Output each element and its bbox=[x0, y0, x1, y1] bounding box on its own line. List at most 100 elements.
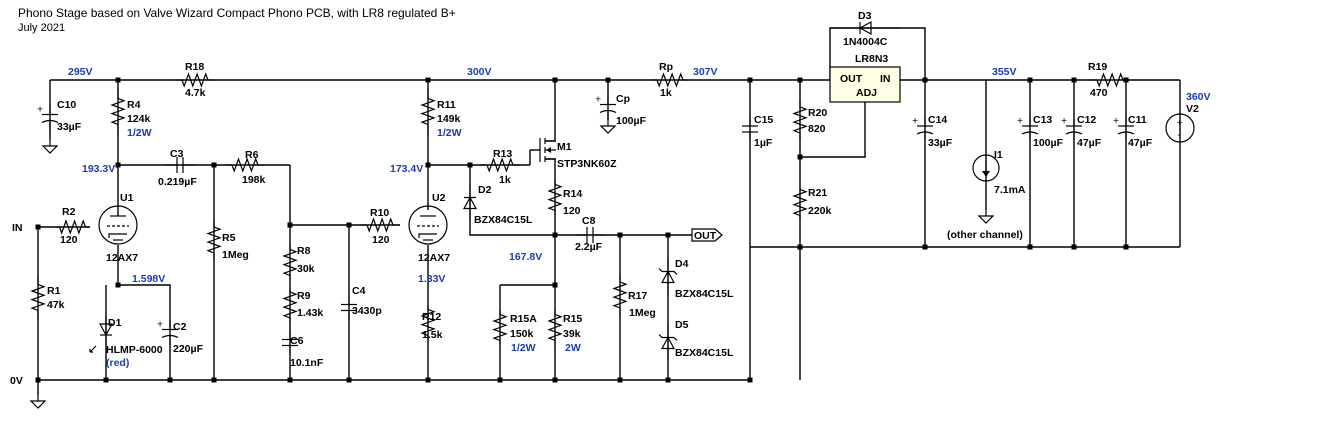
value-c6: 10.1nF bbox=[290, 357, 324, 369]
value-i1: 7.1mA bbox=[994, 184, 1026, 196]
value-c2: 220µF bbox=[173, 343, 204, 355]
capacitor-c15 bbox=[742, 118, 758, 140]
ref-r18: R18 bbox=[185, 61, 204, 73]
out-label: OUT bbox=[694, 230, 717, 242]
svg-text:+: + bbox=[595, 94, 601, 106]
ref-i1: I1 bbox=[994, 149, 1003, 161]
ref-m1: M1 bbox=[557, 141, 572, 153]
ground-i1 bbox=[977, 210, 995, 224]
value-d2: BZX84C15L bbox=[474, 214, 533, 226]
capacitor-c12: + bbox=[1061, 115, 1083, 140]
capacitor-c11: + bbox=[1113, 115, 1135, 140]
junction-dot bbox=[922, 244, 928, 250]
ref-r21: R21 bbox=[808, 187, 827, 199]
diode-d3 bbox=[830, 20, 900, 36]
junction-dot bbox=[115, 77, 121, 83]
ref-r15a: R15A bbox=[510, 313, 537, 325]
junction-dot bbox=[617, 232, 623, 238]
junction-dot bbox=[103, 377, 109, 383]
junction-dot bbox=[287, 377, 293, 383]
note-r15a: 1/2W bbox=[511, 342, 536, 354]
junction-dot bbox=[552, 232, 558, 238]
ref-r1: R1 bbox=[47, 285, 61, 297]
in-label: IN bbox=[12, 222, 23, 234]
value-r19: 470 bbox=[1090, 87, 1108, 99]
capacitor-c4 bbox=[341, 295, 357, 320]
value-rp: 1k bbox=[660, 87, 672, 99]
resistor-r14 bbox=[547, 180, 563, 215]
resistor-r1 bbox=[30, 275, 46, 320]
junction-dot bbox=[1027, 244, 1033, 250]
junction-dot bbox=[1071, 77, 1077, 83]
schematic-date: July 2021 bbox=[18, 22, 66, 34]
resistor-rp bbox=[652, 72, 688, 88]
svg-text:+: + bbox=[1113, 115, 1119, 127]
zener-d5 bbox=[658, 325, 678, 360]
schematic-title: Phono Stage based on Valve Wizard Compac… bbox=[18, 6, 456, 20]
capacitor-cp: + bbox=[595, 94, 617, 120]
value-r20: 820 bbox=[808, 123, 826, 135]
ref-d1: D1 bbox=[108, 317, 122, 329]
net-300v: 300V bbox=[467, 66, 492, 78]
net-173v: 173.4V bbox=[390, 163, 423, 175]
ref-lr8n3: LR8N3 bbox=[855, 53, 888, 65]
zener-d4 bbox=[658, 258, 678, 295]
value-c14: 33µF bbox=[928, 137, 953, 149]
value-r21: 220k bbox=[808, 205, 832, 217]
resistor-r9 bbox=[282, 288, 298, 322]
led-d1 bbox=[98, 315, 114, 345]
junction-dot bbox=[467, 162, 473, 168]
junction-dot bbox=[922, 77, 928, 83]
value-c8: 2.2µF bbox=[575, 241, 603, 253]
value-r10: 120 bbox=[372, 234, 390, 246]
value-u1: 12AX7 bbox=[106, 252, 138, 264]
value-r5: 1Meg bbox=[222, 249, 249, 261]
resistor-r10 bbox=[360, 217, 400, 233]
value-c15: 1µF bbox=[754, 137, 773, 149]
value-r4: 124k bbox=[127, 113, 151, 125]
led-arrows bbox=[89, 345, 97, 353]
value-u2: 12AX7 bbox=[418, 252, 450, 264]
value-r14: 120 bbox=[563, 205, 581, 217]
net-133v: 1.33V bbox=[418, 273, 445, 285]
junction-dot bbox=[497, 377, 503, 383]
other-channel-label: (other channel) bbox=[947, 229, 1023, 241]
junction-dot bbox=[552, 377, 558, 383]
value-cp: 100µF bbox=[616, 115, 647, 127]
junction-dot bbox=[35, 377, 41, 383]
resistor-r20 bbox=[792, 100, 808, 140]
resistor-r12 bbox=[420, 305, 436, 340]
value-r15a: 150k bbox=[510, 328, 534, 340]
junction-dot bbox=[552, 282, 558, 288]
resistor-r2 bbox=[55, 219, 90, 235]
junction-dot bbox=[552, 77, 558, 83]
ref-r19: R19 bbox=[1088, 61, 1107, 73]
junction-dot bbox=[617, 377, 623, 383]
value-c13: 100µF bbox=[1033, 137, 1064, 149]
junction-dot bbox=[665, 232, 671, 238]
note-d1: (red) bbox=[106, 357, 129, 369]
wire bbox=[800, 102, 866, 158]
svg-text:+: + bbox=[157, 319, 163, 331]
voltage-source-v2: +- bbox=[1165, 113, 1195, 143]
ref-d2: D2 bbox=[478, 184, 492, 196]
junction-dot bbox=[665, 377, 671, 383]
capacitor-c2: + bbox=[157, 319, 179, 345]
value-m1: STP3NK60Z bbox=[557, 158, 617, 170]
net-355v: 355V bbox=[992, 66, 1017, 78]
value-r11: 149k bbox=[437, 113, 461, 125]
junction-dot bbox=[1027, 77, 1033, 83]
junction-dot bbox=[797, 154, 803, 160]
resistor-r17 bbox=[612, 275, 628, 315]
value-c12: 47µF bbox=[1077, 137, 1102, 149]
resistor-r5 bbox=[206, 220, 222, 260]
components: ++++++++- bbox=[29, 20, 1195, 409]
wire bbox=[117, 245, 171, 380]
svg-text:+: + bbox=[1017, 115, 1023, 127]
junction-dot bbox=[1123, 244, 1129, 250]
value-d3: 1N4004C bbox=[843, 36, 888, 48]
ref-r2: R2 bbox=[62, 206, 76, 218]
ref-c14: C14 bbox=[928, 114, 947, 126]
value-r8: 30k bbox=[297, 263, 315, 275]
regulator-adj-pin: ADJ bbox=[856, 87, 877, 99]
